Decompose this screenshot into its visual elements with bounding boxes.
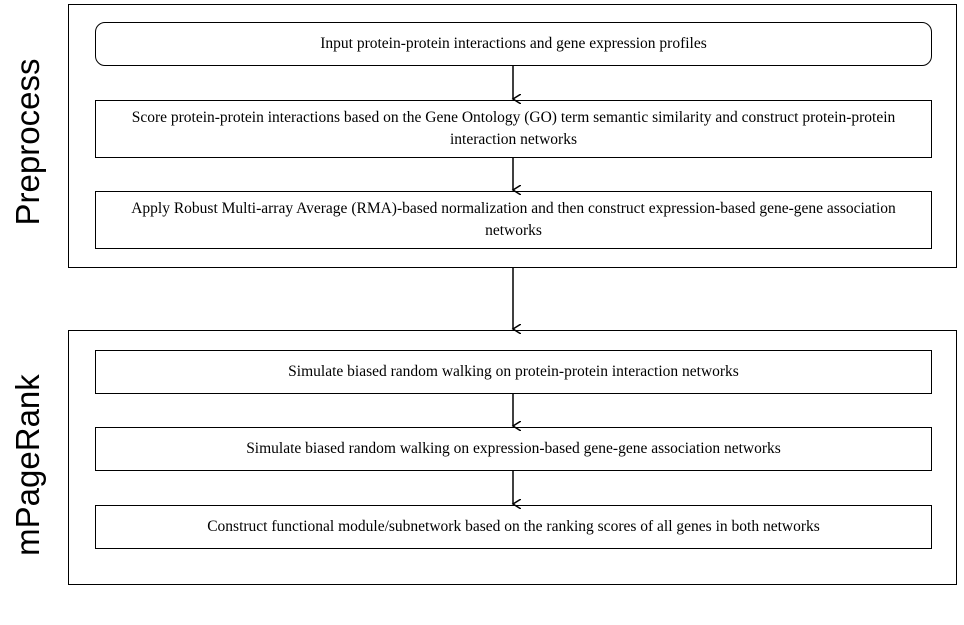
step-score-ppi: Score protein-protein interactions based… (95, 100, 932, 158)
step-construct-module: Construct functional module/subnetwork b… (95, 505, 932, 549)
step-rma-normalization: Apply Robust Multi-array Average (RMA)-b… (95, 191, 932, 249)
step-walk-ppi: Simulate biased random walking on protei… (95, 350, 932, 394)
step-walk-gene-association: Simulate biased random walking on expres… (95, 427, 932, 471)
step-input-data: Input protein-protein interactions and g… (95, 22, 932, 66)
preprocess-panel (68, 4, 957, 268)
flow-arrows (0, 66, 964, 596)
